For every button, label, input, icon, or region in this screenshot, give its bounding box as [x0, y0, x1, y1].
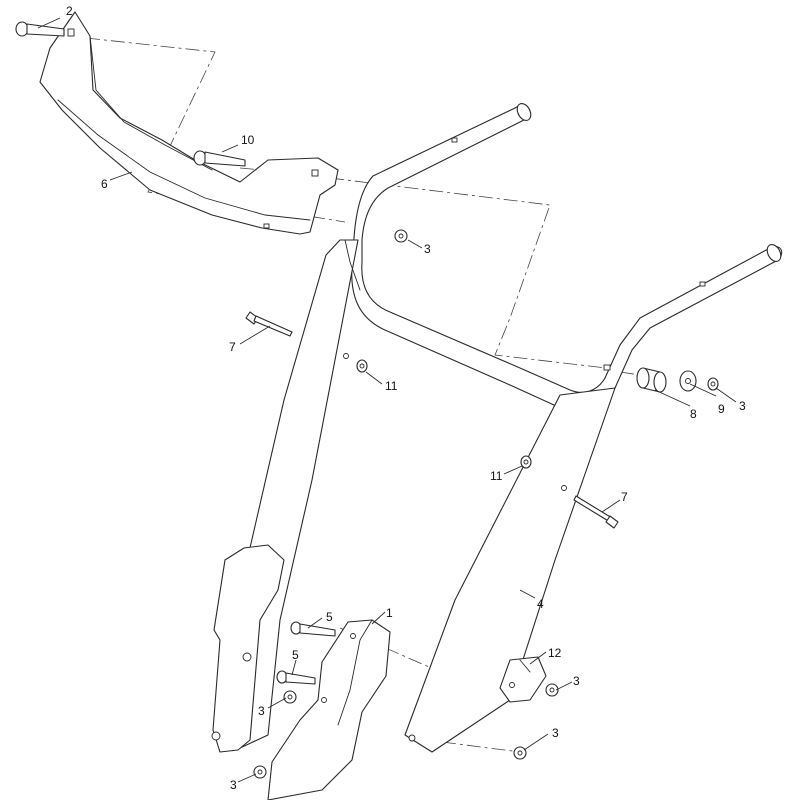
- part-2-screw: [15, 21, 75, 37]
- part-8-spacer: [636, 367, 667, 393]
- callout-12: 12: [548, 646, 562, 660]
- callout-3: 3: [258, 704, 265, 718]
- leader-lines: [37, 17, 737, 783]
- callout-10: 10: [241, 133, 255, 147]
- callout-2: 2: [66, 4, 73, 18]
- callout-4: 4: [537, 597, 544, 611]
- part-11-washers: [356, 359, 532, 469]
- part-5-bolt-upper: [290, 621, 336, 637]
- part-4-handle-tube: [211, 103, 783, 753]
- callout-3: 3: [552, 726, 559, 740]
- callout-5: 5: [292, 648, 299, 662]
- part-7-bolt-right: [573, 495, 619, 529]
- part-12-bracket: [499, 656, 547, 703]
- part-6-shroud: [39, 11, 339, 235]
- shroud-slot: [311, 169, 319, 177]
- callout-5: 5: [326, 610, 333, 624]
- callout-6: 6: [101, 177, 108, 191]
- callout-3: 3: [573, 674, 580, 688]
- callout-3: 3: [739, 399, 746, 413]
- part-5-bolt-lower: [276, 670, 316, 685]
- callout-7: 7: [621, 490, 628, 504]
- callout-11: 11: [385, 379, 398, 393]
- part-7-bolt-left: [245, 311, 293, 337]
- callout-1: 1: [386, 606, 393, 620]
- callout-3: 3: [424, 242, 431, 256]
- callout-8: 8: [690, 407, 697, 421]
- callout-11: 11: [490, 469, 503, 483]
- callout-9: 9: [718, 402, 725, 416]
- callout-labels: 2 10 6 3 7 11 11 7 8 9 3 4 1 5 5 3 12 3 …: [66, 4, 746, 792]
- part-9-washer: [679, 370, 697, 392]
- callout-7: 7: [229, 340, 236, 354]
- part-1-lever-bracket: [267, 619, 391, 800]
- callout-3: 3: [230, 778, 237, 792]
- part-3-nuts: [253, 229, 719, 779]
- part-10-pin: [193, 150, 246, 167]
